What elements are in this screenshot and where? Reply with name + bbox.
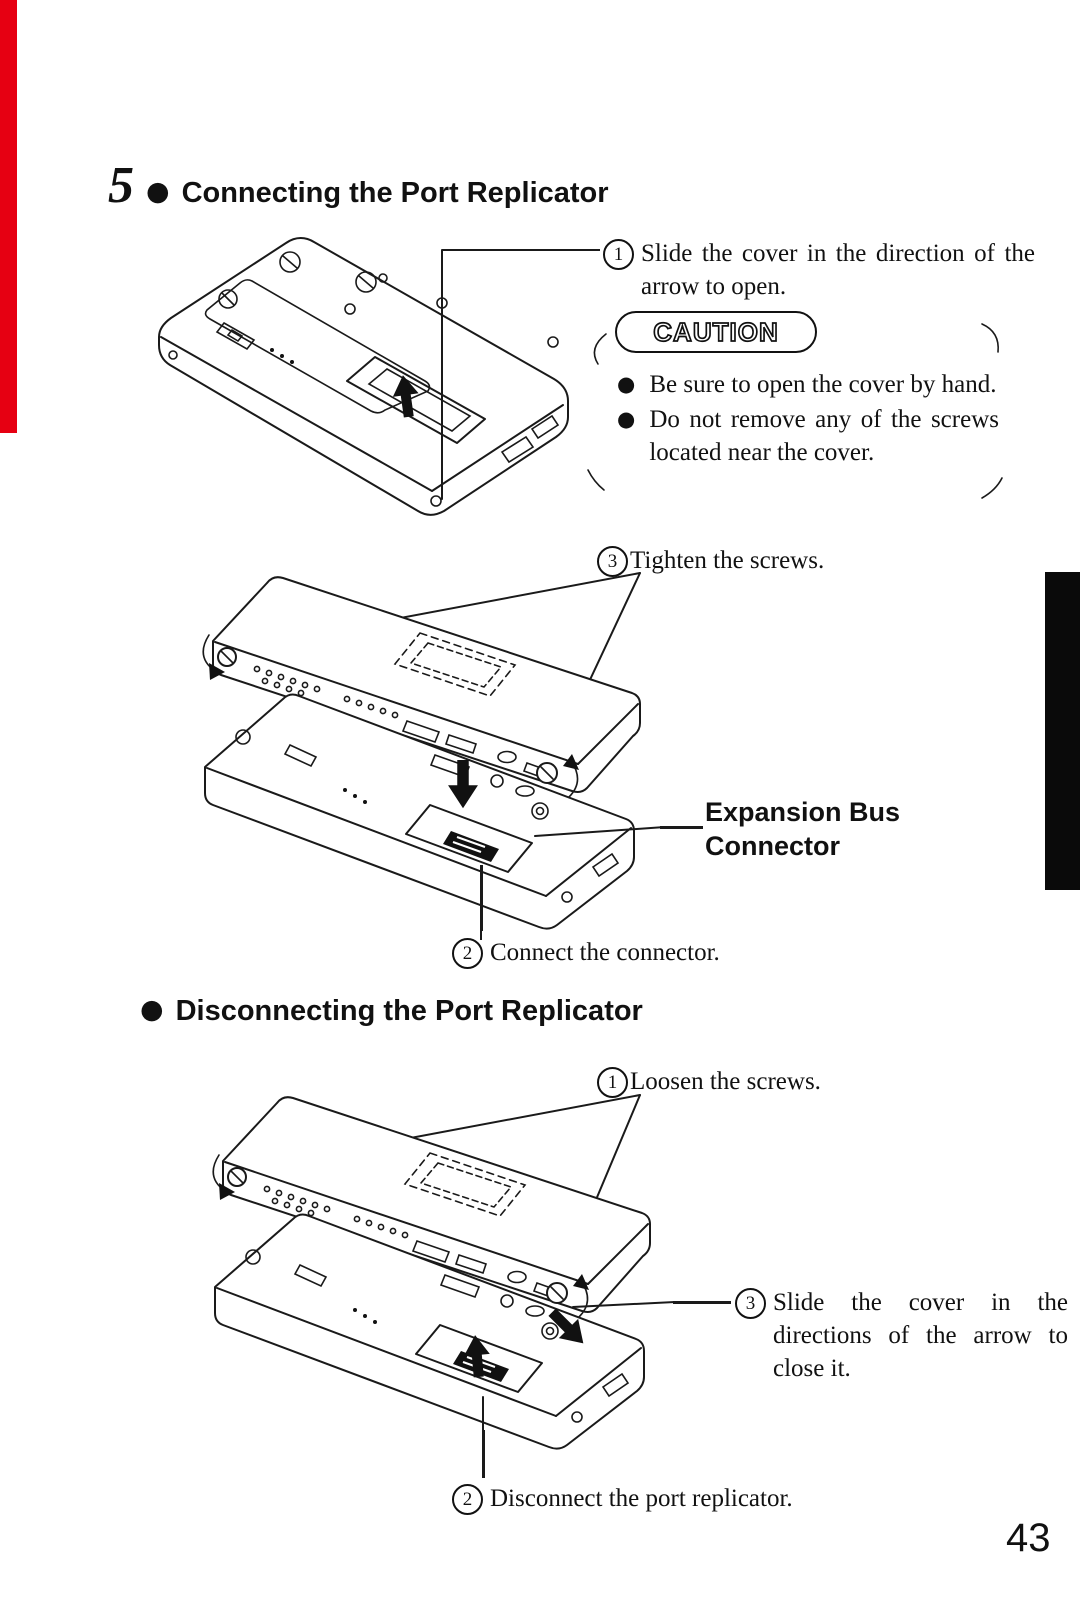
page-number: 43 [1006,1516,1051,1560]
expansion-bus-connector-label: Expansion Bus Connector [705,797,901,861]
caution-badge: CAUTION [615,311,817,353]
heading-bullet-icon: ● [146,176,170,207]
caution-item: ● Do not remove any of the screws locate… [617,403,999,469]
step-connect-3: 3 Tighten the screws. [597,544,824,577]
chapter-side-tab [1045,572,1080,890]
red-edge-bar [0,0,17,433]
circled-number: 1 [603,239,634,270]
step-text: Disconnect the port replicator. [490,1485,793,1512]
caution-item-text: Be sure to open the cover by hand. [649,371,997,398]
step-connect-1: 1 Slide the cover in the direction of th… [603,237,1035,303]
circled-number: 1 [597,1067,628,1098]
step-text: Loosen the screws. [630,1068,821,1095]
leader-line-step2-connect [480,865,483,931]
caution-item-text: Do not remove any of the screws located … [649,406,999,466]
caution-list: ● Be sure to open the cover by hand. ● D… [617,368,999,471]
step-disconnect-1: 1 Loosen the screws. [597,1065,821,1098]
section-heading-connect: 5 ● Connecting the Port Replicator [108,160,609,212]
caution-item: ● Be sure to open the cover by hand. [617,368,999,401]
bullet-icon: ● [617,407,636,431]
leader-line-step2-disconnect [482,1430,485,1478]
circled-number: 3 [597,546,628,577]
step-disconnect-2: 2 Disconnect the port replicator. [452,1482,793,1515]
caution-badge-text: CAUTION [652,316,778,348]
leader-line-step3-disconnect [673,1301,731,1304]
figure-connect-port-replicator [202,572,665,940]
step-text: Connect the connector. [490,939,720,966]
step-text: Slide the cover in the direction of the … [641,240,1035,300]
circled-number: 3 [735,1288,766,1319]
circled-number: 2 [452,1484,483,1515]
step-text: Slide the cover in the directions of the… [773,1289,1068,1382]
step-number-5: 5 [108,157,134,214]
section-heading-disconnect: ● Disconnecting the Port Replicator [140,994,643,1027]
bullet-icon: ● [617,372,636,396]
caution-bracket-strokes [587,323,1003,499]
caution-label: CAUTION [653,317,778,347]
step-disconnect-3: 3 Slide the cover in the directions of t… [735,1286,1070,1385]
leader-line-step1 [441,249,600,500]
figure-disconnect-port-replicator [212,1094,675,1465]
heading-bullet-icon: ● [140,994,164,1025]
heading-title-disconnect: Disconnecting the Port Replicator [175,995,643,1027]
leader-line-step3 [572,1301,675,1308]
step-text: Tighten the screws. [630,547,825,574]
leader-line-expansion-label [660,826,703,829]
step-connect-2: 2 Connect the connector. [452,936,720,969]
leader-line-expansion-connector [534,826,665,837]
figure-computer-bottom-cover [158,237,600,516]
heading-title-connect: Connecting the Port Replicator [181,177,609,209]
circled-number: 2 [452,938,483,969]
